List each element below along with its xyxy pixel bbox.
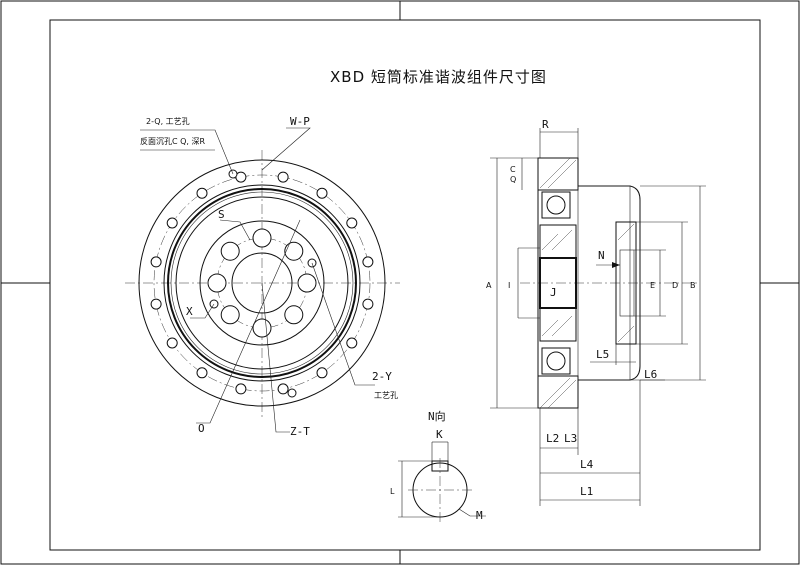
label-n: N bbox=[598, 249, 605, 262]
bearing-bottom bbox=[541, 347, 571, 375]
label-s: S bbox=[218, 208, 225, 221]
label-b: B bbox=[690, 281, 696, 290]
inner-bolt-hole bbox=[207, 273, 227, 293]
label-l6: L6 bbox=[644, 368, 657, 381]
outer-bolt-hole bbox=[346, 337, 358, 349]
label-x: X bbox=[186, 305, 193, 318]
inner-bolt-hole bbox=[252, 228, 272, 248]
inner-bolt-hole bbox=[220, 305, 240, 325]
label-c: C bbox=[510, 165, 516, 174]
shaft-bore bbox=[231, 252, 293, 314]
label-m: M bbox=[476, 509, 483, 522]
housing-outline bbox=[537, 185, 641, 381]
label-l: L bbox=[390, 487, 395, 496]
label-q: Q bbox=[510, 175, 516, 184]
view-arrow-head bbox=[612, 262, 620, 268]
outer-bolt-hole bbox=[316, 187, 328, 199]
label-wp: W-P bbox=[290, 115, 310, 128]
ball-top bbox=[546, 195, 566, 215]
outer-bolt-hole bbox=[196, 187, 208, 199]
section-view: R C Q A I J N E D B L5 L6 L2 L3 L4 L1 bbox=[486, 118, 706, 506]
leader-s bbox=[219, 219, 251, 241]
label-l1: L1 bbox=[580, 485, 593, 498]
outer-bolt-hole bbox=[316, 367, 328, 379]
outer-bolt-hole bbox=[150, 298, 162, 310]
label-o: O bbox=[198, 422, 205, 435]
circular-spline-outer bbox=[167, 188, 357, 378]
label-l5: L5 bbox=[596, 348, 609, 361]
inner-bolt-hole bbox=[284, 241, 304, 261]
label-zt: Z-T bbox=[290, 425, 310, 438]
outer-bolt-hole bbox=[362, 256, 374, 268]
inner-bolt-hole bbox=[297, 273, 317, 293]
label-r: R bbox=[542, 118, 549, 131]
bearing-ring bbox=[175, 196, 349, 370]
wave-generator-outer bbox=[199, 220, 325, 346]
flange-top bbox=[537, 157, 579, 191]
leader-o bbox=[196, 219, 301, 424]
outer-bolt-hole bbox=[235, 383, 247, 395]
ball-bottom bbox=[546, 351, 566, 371]
leader-zt bbox=[261, 282, 290, 433]
inner-bolt-hole bbox=[252, 318, 272, 338]
label-l3: L3 bbox=[564, 432, 577, 445]
label-2y-note: 工艺孔 bbox=[374, 391, 398, 400]
leader-m bbox=[458, 508, 486, 517]
flexspline-cup bbox=[577, 185, 631, 381]
label-reverse-hole: 反面沉孔C Q, 深R bbox=[140, 136, 206, 146]
drawing-frame bbox=[49, 19, 761, 551]
leader-wp bbox=[261, 127, 311, 171]
output-hub bbox=[615, 221, 637, 345]
label-j: J bbox=[550, 286, 557, 299]
bearing-top bbox=[541, 191, 571, 219]
front-view: 2-Q, 工艺孔 反面沉孔C Q, 深R W-P S X O Z-T 2-Y 工… bbox=[125, 115, 400, 438]
label-l4: L4 bbox=[580, 458, 594, 471]
bolt-pitch-circle bbox=[153, 174, 371, 392]
shaft-bore-section bbox=[539, 257, 577, 309]
label-d: D bbox=[672, 281, 678, 290]
outer-bolt-hole bbox=[166, 337, 178, 349]
label-2y: 2-Y bbox=[372, 370, 392, 383]
outer-bolt-hole bbox=[166, 217, 178, 229]
outer-bolt-hole bbox=[150, 256, 162, 268]
outer-bolt-hole bbox=[346, 217, 358, 229]
leader-x bbox=[190, 303, 215, 319]
leader-2y bbox=[311, 262, 375, 386]
process-hole-bottom bbox=[287, 388, 297, 398]
inner-bolt-hole bbox=[284, 305, 304, 325]
flange-bottom bbox=[537, 375, 579, 409]
outer-bolt-hole bbox=[196, 367, 208, 379]
flange-inner-step bbox=[163, 184, 361, 382]
leader-2q bbox=[140, 129, 234, 175]
label-e: E bbox=[650, 281, 655, 290]
label-k: K bbox=[436, 428, 443, 441]
inner-bolt-hole bbox=[220, 241, 240, 261]
outer-bolt-hole bbox=[362, 298, 374, 310]
label-i: I bbox=[508, 281, 510, 290]
drawing-title: XBD 短筒标准谐波组件尺寸图 bbox=[330, 68, 547, 86]
inner-bolt-holes bbox=[207, 228, 317, 338]
label-2q: 2-Q, 工艺孔 bbox=[146, 117, 190, 126]
circular-spline-inner bbox=[170, 191, 354, 375]
outer-bolt-hole bbox=[277, 383, 289, 395]
n-view: N向 K L M bbox=[390, 409, 486, 522]
outer-bolt-hole bbox=[277, 171, 289, 183]
label-a: A bbox=[486, 281, 492, 290]
outer-bolt-holes bbox=[150, 171, 374, 395]
label-l2: L2 bbox=[546, 432, 559, 445]
section-hatching bbox=[539, 157, 635, 409]
output-bore bbox=[619, 249, 635, 317]
outer-flange-circle bbox=[138, 159, 386, 407]
label-n-view: N向 bbox=[428, 409, 446, 423]
